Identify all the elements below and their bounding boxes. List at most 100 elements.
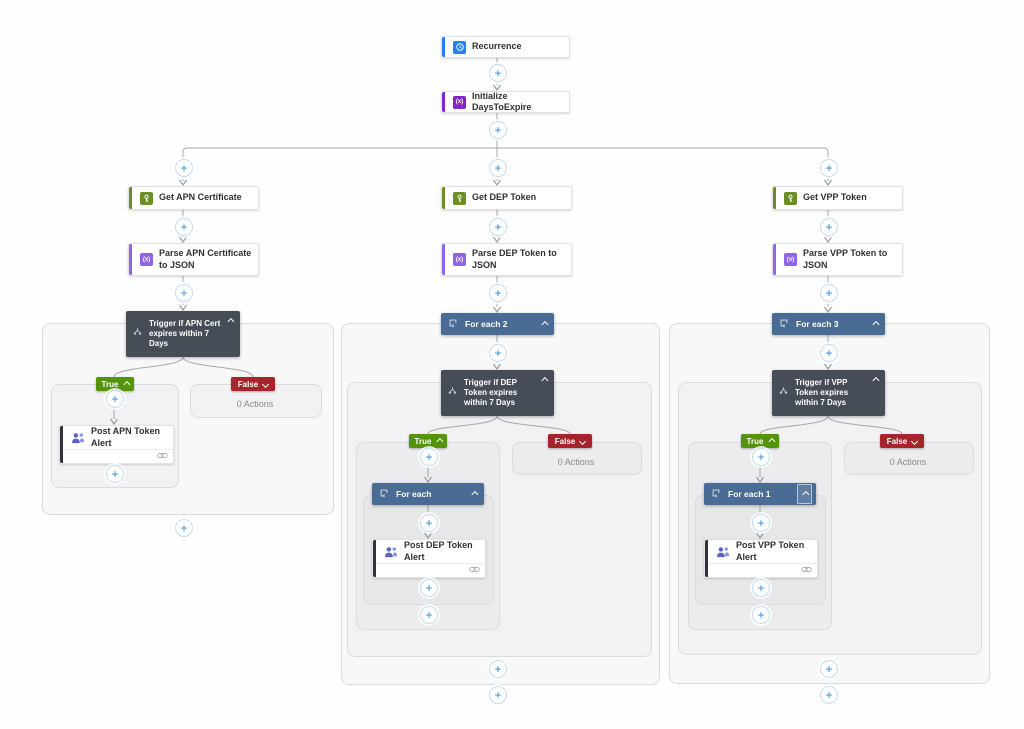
- apn-false-pill[interactable]: False: [231, 377, 275, 391]
- add-action-button[interactable]: +: [489, 121, 507, 139]
- add-action-button[interactable]: +: [489, 218, 507, 236]
- plus-icon: +: [425, 515, 433, 530]
- vpp-foreach-outer-header[interactable]: For each 3: [772, 313, 885, 335]
- plus-icon: +: [180, 520, 188, 535]
- add-action-button[interactable]: +: [489, 159, 507, 177]
- chevron-up-icon[interactable]: [869, 318, 879, 330]
- add-action-button[interactable]: +: [752, 606, 770, 624]
- dep-foreach-inner-label: For each: [396, 489, 432, 499]
- add-action-button[interactable]: +: [106, 390, 124, 408]
- chevron-up-icon[interactable]: [468, 488, 478, 500]
- add-action-button[interactable]: +: [820, 218, 838, 236]
- add-action-button[interactable]: +: [752, 514, 770, 532]
- dep-foreach-outer-header[interactable]: For each 2: [441, 313, 554, 335]
- add-action-button[interactable]: +: [489, 344, 507, 362]
- plus-icon: +: [757, 449, 765, 464]
- get-vpp-token-card[interactable]: Get VPP Token: [772, 186, 903, 210]
- chevron-up-icon[interactable]: [538, 318, 548, 330]
- vpp-false-pill[interactable]: False: [880, 434, 924, 448]
- teams-accent-bar: [373, 540, 376, 577]
- parse-apn-certificate-card[interactable]: (x) Parse APN Certificate to JSON: [128, 243, 259, 276]
- chevron-up-icon[interactable]: [224, 315, 234, 327]
- vpp-foreach-inner-header[interactable]: For each 1: [704, 483, 816, 505]
- add-action-button[interactable]: +: [175, 284, 193, 302]
- plus-icon: +: [757, 580, 765, 595]
- plus-icon: +: [111, 466, 119, 481]
- add-action-button[interactable]: +: [489, 284, 507, 302]
- post-dep-token-alert-label: Post DEP Token Alert: [404, 540, 473, 562]
- add-action-button[interactable]: +: [175, 218, 193, 236]
- parse-dep-token-card[interactable]: (x) Parse DEP Token to JSON: [441, 243, 572, 276]
- vpp-condition-card[interactable]: Trigger if VPP Token expires within 7 Da…: [772, 370, 885, 416]
- dep-foreach-inner-header[interactable]: For each: [372, 483, 484, 505]
- get-dep-token-label: Get DEP Token: [472, 192, 537, 203]
- parse-accent-bar: [442, 244, 445, 275]
- add-action-button[interactable]: +: [820, 686, 838, 704]
- apn-false-actions-count: 0 Actions: [236, 399, 274, 409]
- add-action-button[interactable]: +: [420, 514, 438, 532]
- plus-icon: +: [757, 515, 765, 530]
- add-action-button[interactable]: +: [489, 660, 507, 678]
- dep-true-pill[interactable]: True: [409, 434, 447, 448]
- recurrence-clock-icon: [453, 40, 466, 54]
- chevron-up-icon[interactable]: [869, 374, 879, 386]
- vpp-condition-label: Trigger if VPP Token expires within 7 Da…: [795, 378, 849, 407]
- dep-false-pill[interactable]: False: [548, 434, 592, 448]
- parse-accent-bar: [773, 244, 776, 275]
- plus-icon: +: [494, 65, 502, 80]
- chevron-up-icon[interactable]: [797, 484, 812, 504]
- add-action-button[interactable]: +: [820, 284, 838, 302]
- add-action-button[interactable]: +: [420, 606, 438, 624]
- plus-icon: +: [825, 687, 833, 702]
- post-apn-token-alert-card[interactable]: Post APN Token Alert: [59, 425, 174, 464]
- vpp-false-label: False: [886, 436, 908, 446]
- parse-json-icon: (x): [784, 253, 797, 266]
- initialize-accent-bar: [442, 92, 445, 112]
- post-vpp-token-alert-card[interactable]: Post VPP Token Alert: [704, 539, 818, 578]
- add-action-button[interactable]: +: [420, 448, 438, 466]
- plus-icon: +: [425, 580, 433, 595]
- dep-false-actions-count: 0 Actions: [557, 457, 595, 467]
- add-action-button[interactable]: +: [752, 579, 770, 597]
- add-action-button[interactable]: +: [420, 579, 438, 597]
- add-action-button[interactable]: +: [820, 344, 838, 362]
- key-vault-icon: [784, 191, 797, 205]
- key-vault-icon: [140, 191, 153, 205]
- apn-condition-card[interactable]: Trigger if APN Cert expires within 7 Day…: [126, 311, 240, 357]
- dep-foreach-outer-label: For each 2: [465, 319, 508, 329]
- dep-condition-card[interactable]: Trigger if DEP Token expires within 7 Da…: [441, 370, 554, 416]
- condition-icon: [132, 327, 143, 342]
- plus-icon: +: [494, 160, 502, 175]
- vpp-foreach-outer-label: For each 3: [796, 319, 839, 329]
- keyvault-accent-bar: [129, 187, 132, 209]
- add-action-button[interactable]: +: [820, 159, 838, 177]
- apn-true-pill[interactable]: True: [96, 377, 134, 391]
- plus-icon: +: [494, 687, 502, 702]
- parse-vpp-token-card[interactable]: (x) Parse VPP Token to JSON: [772, 243, 903, 276]
- teams-icon: [384, 546, 398, 558]
- chevron-up-icon[interactable]: [538, 374, 548, 386]
- chevron-down-icon: [911, 437, 919, 445]
- get-dep-token-card[interactable]: Get DEP Token: [441, 186, 572, 210]
- parse-json-icon: (x): [453, 253, 466, 266]
- post-dep-token-alert-card[interactable]: Post DEP Token Alert: [372, 539, 486, 578]
- plus-icon: +: [111, 391, 119, 406]
- chevron-up-icon: [436, 437, 444, 445]
- post-vpp-token-alert-label: Post VPP Token Alert: [736, 540, 805, 562]
- add-action-button[interactable]: +: [489, 686, 507, 704]
- chevron-down-icon: [579, 437, 587, 445]
- get-apn-certificate-card[interactable]: Get APN Certificate: [128, 186, 259, 210]
- condition-icon: [778, 386, 789, 401]
- add-action-button[interactable]: +: [752, 448, 770, 466]
- plus-icon: +: [825, 160, 833, 175]
- add-action-button[interactable]: +: [175, 159, 193, 177]
- vpp-true-pill[interactable]: True: [741, 434, 779, 448]
- recurrence-action-card[interactable]: Recurrence: [441, 36, 570, 58]
- add-action-button[interactable]: +: [106, 465, 124, 483]
- add-action-button[interactable]: +: [175, 519, 193, 537]
- add-action-button[interactable]: +: [820, 660, 838, 678]
- plus-icon: +: [494, 661, 502, 676]
- initialize-variable-action-card[interactable]: (x) Initialize DaysToExpire: [441, 91, 570, 113]
- add-action-button[interactable]: +: [489, 64, 507, 82]
